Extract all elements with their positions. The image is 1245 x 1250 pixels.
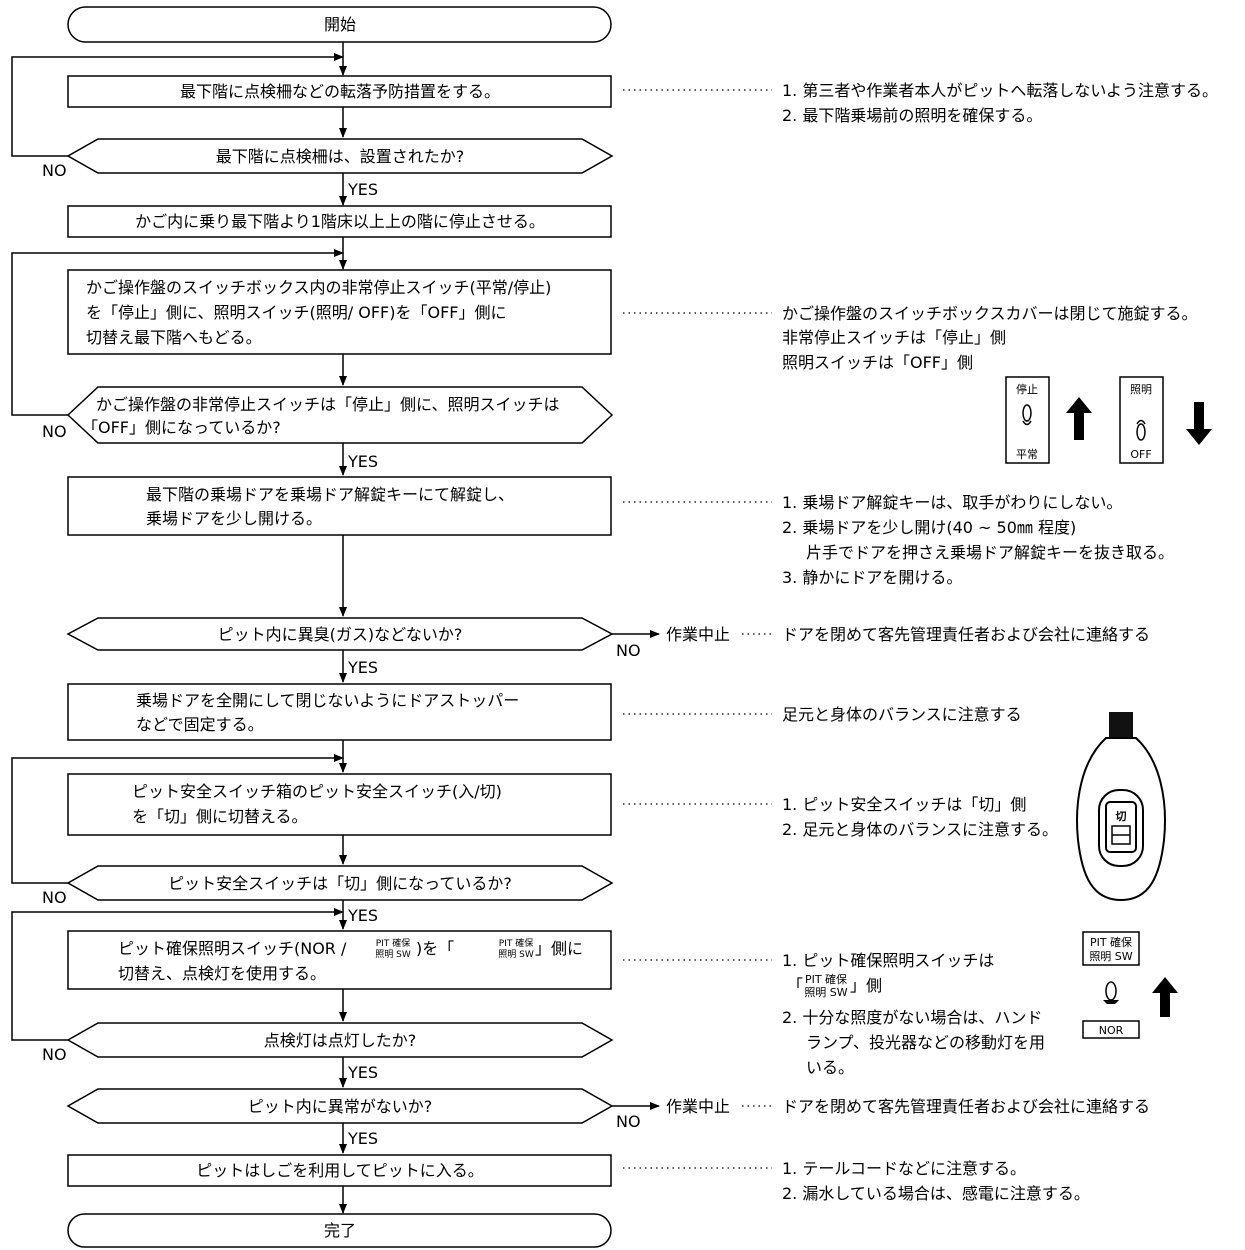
stop-label-2: 作業中止 [666,1097,730,1116]
step-pit-safety-line1: ピット安全スイッチ箱のピット安全スイッチ(入/切) [132,782,502,801]
note-pit-light-2: 2. 十分な照度がない場合は、ハンド [782,1008,1042,1027]
light-switch-figure: 照明 OFF [1119,376,1164,464]
emergency-stop-switch-figure: 停止 平常 [1005,376,1050,464]
pit-light-switch-figure: PIT 確保 照明 SW NOR [1082,931,1140,1039]
svg-text:PIT 確保: PIT 確保 [1090,935,1132,949]
note-unlock-2: 2. 乗場ドアを少し開け(40 ~ 50㎜ 程度) [782,518,1076,537]
step-car-switches-line3: 切替え最下階へもどる。 [86,328,262,347]
step-fall-prevention [67,75,612,108]
decision-lamp-lit-text: 点検灯は点灯したか? [264,1031,417,1050]
step-pit-lighting-line2: 切替え、点検灯を使用する。 [118,964,326,983]
step-pit-lighting-sw2-bottom: 照明 SW [498,949,534,960]
step-pit-lighting-switch [67,930,612,990]
no-label-d6: NO [616,1112,641,1131]
no-label-d3: NO [616,641,641,660]
decision-pit-abnormal-text: ピット内に異常がないか? [248,1097,433,1116]
arrow-down-icon [1186,402,1212,445]
yes-label-d1: YES [347,180,378,199]
note-unlock-4: 3. 静かにドアを開ける。 [782,568,962,587]
decision-fence-installed-text: 最下階に点検柵は、設置されたか? [216,147,465,166]
step-unlock-hall-door [67,476,612,536]
step-stop-car-above [67,205,612,238]
arrow-up-icon-pit [1152,977,1178,1017]
note-pit-light-1: 1. ピット確保照明スイッチは [782,951,994,970]
svg-text:切: 切 [1116,810,1127,823]
note-unlock-1: 1. 乗場ドア解錠キーは、取手がわりにしない。 [782,493,1122,512]
step-fix-door-line2: などで固定する。 [136,715,264,734]
step-enter-pit-text: ピットはしごを利用してピットに入る。 [196,1161,484,1180]
decision-car-switches-line1: かご操作盤の非常停止スイッチは「停止」側に、照明スイッチは [96,395,560,414]
svg-text:平常: 平常 [1016,448,1038,461]
step-pit-lighting-part3: 」側に [535,939,583,958]
yes-label-d4: YES [347,906,378,925]
end-terminal [67,1213,612,1248]
step-stop-car-above-text: かご内に乗り最下階より1階床以上上の階に停止させる。 [135,212,545,231]
svg-text:停止: 停止 [1016,382,1038,396]
step-pit-lighting-sw2-top: PIT 確保 [499,937,533,949]
note-enter-2: 2. 漏水している場合は、感電に注意する。 [782,1184,1090,1203]
decision-pit-switch-off-text: ピット安全スイッチは「切」側になっているか? [168,874,512,893]
step-pit-lighting-sw1-bottom: 照明 SW [375,949,411,960]
step-unlock-hall-door-line2: 乗場ドアを少し開ける。 [146,509,322,528]
step-pit-safety-switch [67,773,612,836]
decision-gas-odor-text: ピット内に異臭(ガス)などないか? [218,625,463,644]
step-enter-pit [67,1154,612,1187]
yes-label-d5: YES [347,1063,378,1082]
step-fix-door-open [67,683,612,741]
note-pit-light-sw-bottom: 照明 SW [804,986,847,999]
end-label: 完了 [324,1221,356,1240]
step-pit-lighting-sw1-top: PIT 確保 [376,937,410,949]
note-car-switch-1: かご操作盤のスイッチボックスカバーは閉じて施錠する。 [782,304,1198,323]
note-pit-light-sw-top: PIT 確保 [805,972,847,986]
no-label-d2: NO [42,422,67,441]
note-balance: 足元と身体のバランスに注意する [782,705,1022,724]
note-fall-2: 2. 最下階乗場前の照明を確保する。 [782,106,1042,125]
step-car-switches [67,269,612,355]
note-enter-1: 1. テールコードなどに注意する。 [782,1159,1026,1178]
note-pit-safety-1: 1. ピット安全スイッチは「切」側 [782,795,1026,814]
note-unlock-3: 片手でドアを押さえ乗場ドア解錠キーを抜き取る。 [806,543,1174,562]
svg-text:照明: 照明 [1130,383,1152,396]
stop-label-1: 作業中止 [666,625,730,644]
step-unlock-hall-door-line1: 最下階の乗場ドアを乗場ドア解錠キーにて解錠し、 [146,485,514,504]
note-car-switch-3: 照明スイッチは「OFF」側 [782,353,973,372]
decision-gas-odor [66,617,614,651]
step-car-switches-line2: を「停止」側に、照明スイッチ(照明/ OFF)を「OFF」側に [86,303,506,322]
note-pit-safety-2: 2. 足元と身体のバランスに注意する。 [782,820,1058,839]
svg-text:OFF: OFF [1130,448,1151,461]
step-pit-lighting-part1: ピット確保照明スイッチ(NOR / [118,939,347,958]
no-label-d4: NO [42,888,67,907]
note-stop-1: ドアを閉めて客先管理責任者および会社に連絡する [782,625,1150,644]
decision-pit-abnormal [66,1088,614,1124]
note-car-switch-2: 非常停止スイッチは「停止」側 [782,328,1006,347]
svg-text:照明 SW: 照明 SW [1089,950,1132,963]
step-fall-prevention-text: 最下階に点検柵などの転落予防措置をする。 [180,82,500,101]
step-pit-lighting-part2: )を「 [416,939,454,958]
decision-car-switches-line2: 「OFF」側になっているか? [82,418,281,437]
note-pit-light-quote-open: 「 [787,976,803,995]
note-pit-light-3: ランプ、投光器などの移動灯を用 [806,1033,1045,1052]
step-fix-door-line1: 乗場ドアを全開にして閉じないようにドアストッパー [136,691,519,710]
step-pit-safety-line2: を「切」側に切替える。 [132,807,308,826]
pit-safety-switch-figure: 切 [1076,712,1166,902]
note-pit-light-quote-close: 」側 [850,976,882,995]
no-label-d1: NO [42,161,67,180]
start-terminal [67,6,612,43]
svg-text:NOR: NOR [1099,1024,1124,1037]
note-pit-light-4: いる。 [806,1058,854,1077]
start-label: 開始 [324,15,356,34]
step-car-switches-line1: かご操作盤のスイッチボックス内の非常停止スイッチ(平常/停止) [86,278,551,297]
yes-label-d6: YES [347,1129,378,1148]
yes-label-d3: YES [347,658,378,677]
note-stop-2: ドアを閉めて客先管理責任者および会社に連絡する [782,1097,1150,1116]
note-fall-1: 1. 第三者や作業者本人がピットへ転落しないよう注意する。 [782,81,1218,100]
arrow-up-icon [1066,397,1092,440]
no-label-d5: NO [42,1045,67,1064]
yes-label-d2: YES [347,452,378,471]
